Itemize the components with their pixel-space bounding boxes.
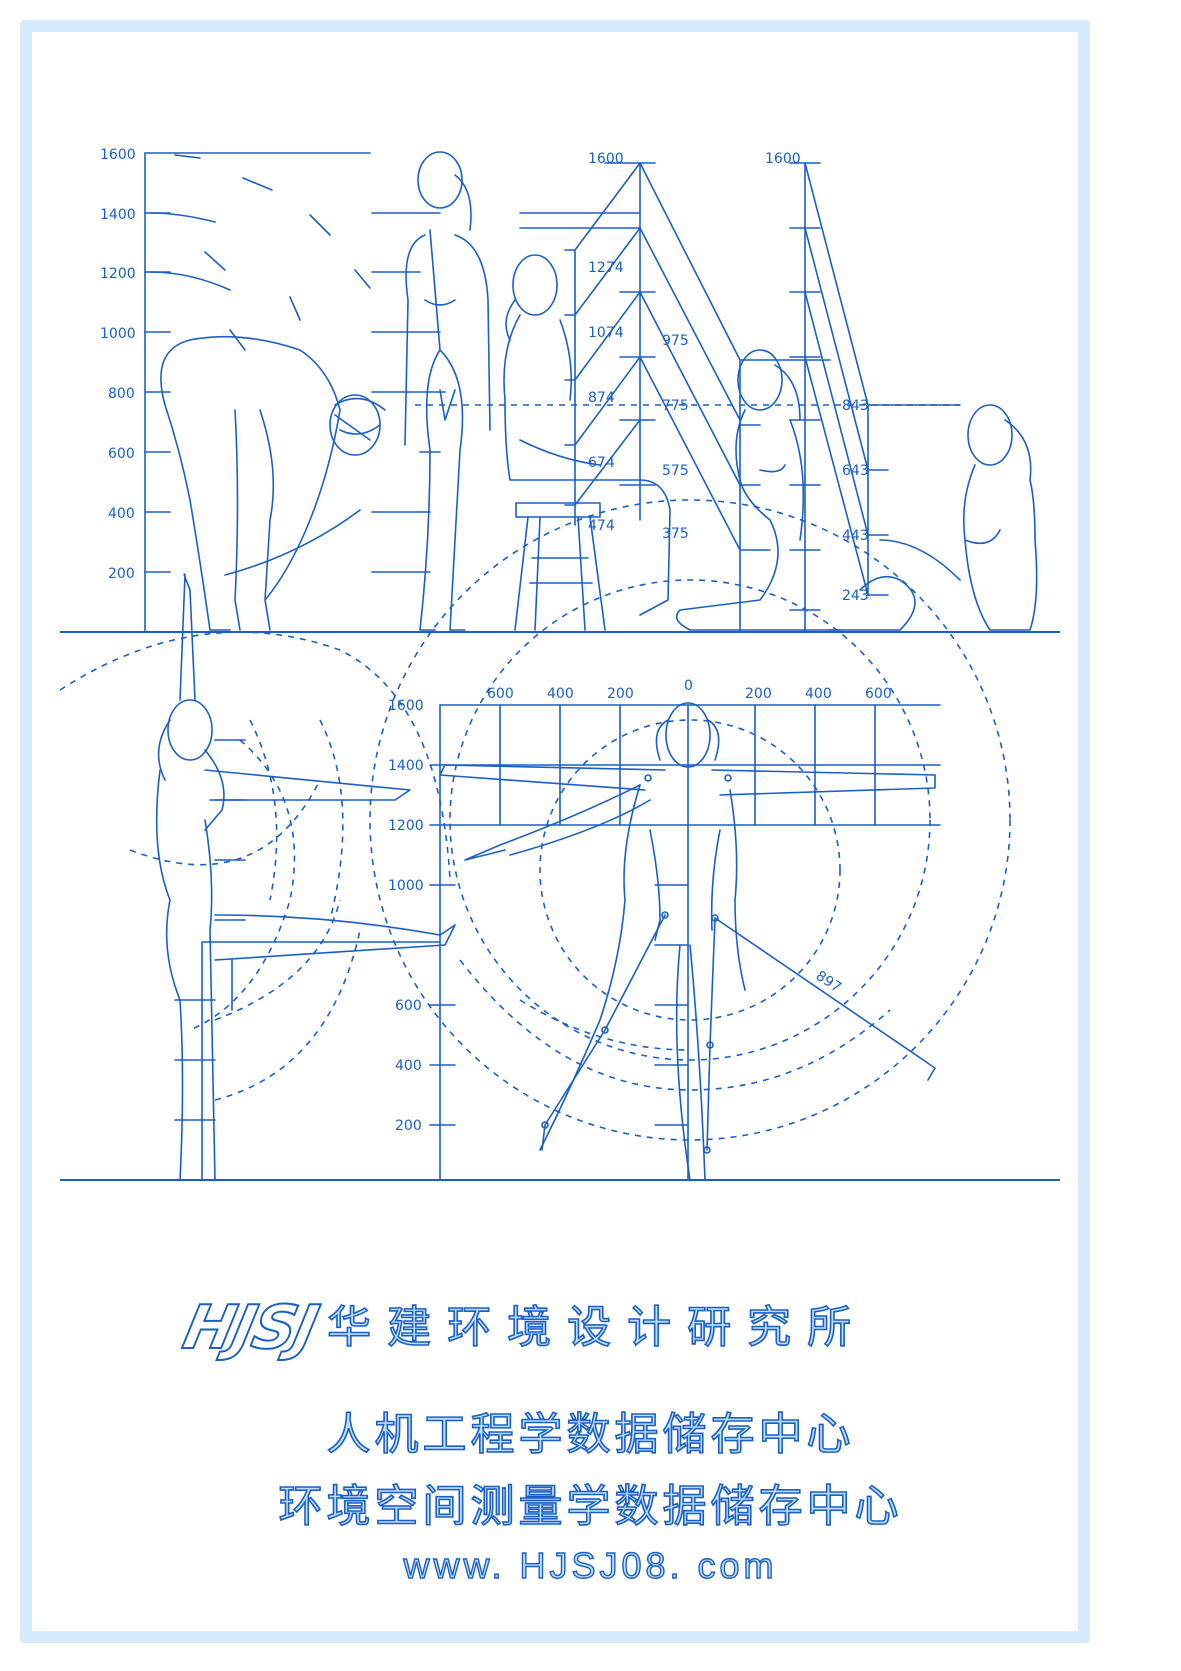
hjsj-logo: HJSJ [177,1292,324,1364]
page-frame [20,20,1090,1643]
svg-text:1200: 1200 [100,266,136,282]
svg-text:474: 474 [588,518,615,534]
front-spread-figure: 897 [439,702,936,1181]
svg-text:200: 200 [395,1118,422,1134]
seated-on-stool-figure [503,254,671,631]
svg-text:1400: 1400 [100,207,136,223]
svg-text:643: 643 [842,463,869,479]
svg-text:600: 600 [487,686,514,702]
svg-text:1000: 1000 [388,878,424,894]
svg-text:1200: 1200 [388,818,424,834]
top-panel: 1600 1400 1200 1000 800 600 400 200 [60,147,1060,633]
sitting-floor-scale: 1600 843 643 443 243 [415,151,961,633]
svg-text:400: 400 [395,1058,422,1074]
svg-text:0: 0 [684,678,693,694]
seated-scale: 1600 1274 1074 874 674 474 [519,151,656,534]
top-left-scale: 1600 1400 1200 1000 800 600 400 200 [100,147,641,633]
svg-text:1600: 1600 [100,147,136,163]
svg-text:200: 200 [607,686,634,702]
svg-text:1274: 1274 [588,260,624,276]
sitting-on-floor-figure [829,404,1038,631]
svg-text:600: 600 [395,998,422,1014]
svg-text:1400: 1400 [388,758,424,774]
svg-text:1600: 1600 [388,698,424,714]
website-link[interactable]: www. HJSJ08. com [403,1544,778,1586]
standing-figure [404,151,491,631]
svg-text:400: 400 [805,686,832,702]
svg-text:1600: 1600 [765,151,801,167]
svg-text:600: 600 [108,446,135,462]
bending-figure [160,335,386,631]
svg-text:443: 443 [842,528,869,544]
svg-text:775: 775 [662,398,689,414]
svg-text:674: 674 [588,455,615,471]
svg-text:600: 600 [865,686,892,702]
svg-text:1074: 1074 [588,325,624,341]
organization-name: 华建环境设计研究所 [326,1302,868,1353]
svg-text:897: 897 [813,968,844,996]
kneeling-scale: 975 775 575 375 [639,162,831,633]
brand-row: HJSJ 华建环境设计研究所 [177,1292,868,1364]
footer-line-environment: 环境空间测量学数据储存中心 [278,1480,903,1533]
svg-text:874: 874 [588,390,615,406]
svg-text:575: 575 [662,463,689,479]
svg-text:400: 400 [547,686,574,702]
svg-text:975: 975 [662,333,689,349]
footer-line-ergonomics: 人机工程学数据储存中心 [326,1408,855,1461]
svg-text:200: 200 [108,566,135,582]
svg-text:375: 375 [662,526,689,542]
svg-text:800: 800 [108,386,135,402]
svg-text:200: 200 [745,686,772,702]
kneeling-figure [675,349,841,631]
svg-text:1000: 1000 [100,326,136,342]
svg-text:843: 843 [842,398,869,414]
svg-text:243: 243 [842,588,869,604]
front-grid: 1600 1400 1200 1000 600 400 200 600 400 … [388,678,941,1181]
leg-reach-line [714,917,936,1081]
svg-text:400: 400 [108,506,135,522]
svg-text:1600: 1600 [588,151,624,167]
bottom-panel: 1600 1400 1200 1000 600 400 200 600 400 … [59,499,1060,1181]
